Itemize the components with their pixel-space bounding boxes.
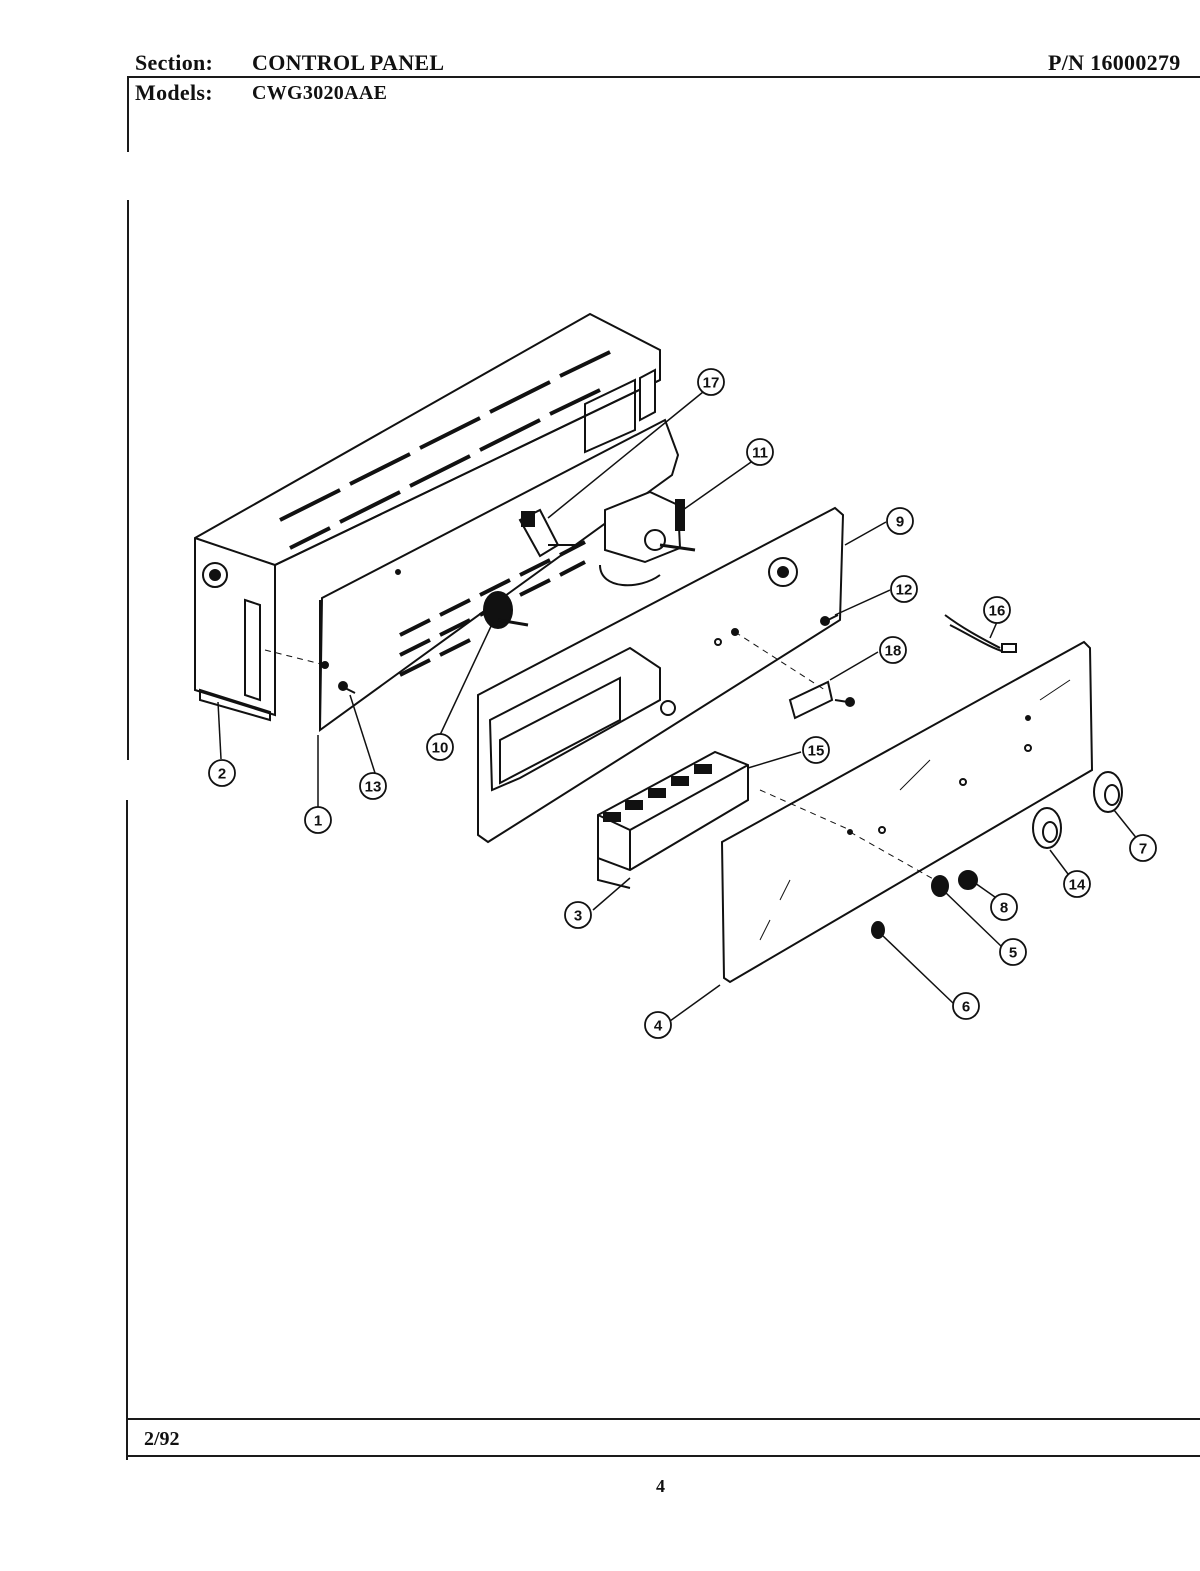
left-frame-mid (127, 200, 129, 760)
footer-rule-bottom (127, 1455, 1200, 1457)
callout-12: 12 (896, 582, 913, 599)
callout-16: 16 (989, 603, 1006, 620)
callout-14-circle (1063, 870, 1091, 898)
callout-6: 6 (962, 999, 970, 1016)
callout-10-circle (426, 733, 454, 761)
wire-part-16 (944, 614, 1017, 653)
callout-8: 8 (1000, 900, 1008, 917)
callout-9: 9 (896, 514, 904, 531)
models-value: CWG3020AAE (252, 82, 388, 104)
callout-7: 7 (1139, 841, 1147, 858)
callout-15-circle (802, 736, 830, 764)
screw-part-12 (820, 614, 839, 626)
callout-3: 3 (574, 908, 582, 925)
callout-16-circle (983, 596, 1011, 624)
callout-10: 10 (432, 740, 449, 757)
callout-15: 15 (808, 743, 825, 760)
callout-7-circle (1129, 834, 1157, 862)
callout-2-circle (208, 759, 236, 787)
left-frame-low (126, 800, 128, 1460)
callout-8-circle (990, 893, 1018, 921)
footer-rule-top (127, 1418, 1200, 1420)
callout-4-circle (644, 1011, 672, 1039)
callout-6-circle (952, 992, 980, 1020)
footer-date: 2/92 (144, 1428, 180, 1450)
callout-1: 1 (314, 813, 322, 830)
callout-18-circle (879, 636, 907, 664)
callout-5-circle (999, 938, 1027, 966)
page-number: 4 (656, 1476, 665, 1496)
models-label: Models: (135, 80, 213, 105)
timer-part-11 (599, 490, 696, 587)
rear-housing-part-2 (194, 312, 661, 722)
callout-5: 5 (1009, 945, 1017, 962)
callout-17: 17 (703, 375, 720, 392)
knob-part-14 (1032, 807, 1062, 849)
knob-part-8 (958, 870, 978, 890)
callout-17-circle (697, 368, 725, 396)
header-rule (127, 76, 1200, 78)
callout-1-circle (304, 806, 332, 834)
screw-part-13 (338, 681, 356, 694)
switch-part-10 (483, 591, 529, 629)
front-panel-part-4 (720, 640, 1094, 984)
callout-2: 2 (218, 766, 226, 783)
callout-18: 18 (885, 643, 902, 660)
bracket-part-18 (788, 680, 855, 720)
section-label: Section: (135, 50, 214, 75)
part-number: P/N 16000279 (1048, 50, 1181, 75)
callout-11: 11 (752, 445, 768, 462)
switch-part-17 (518, 508, 578, 558)
mounting-plate-part-9 (477, 506, 845, 844)
callout-11-circle (746, 438, 774, 466)
spacer-part-6 (871, 921, 885, 939)
callout-13: 13 (365, 779, 382, 796)
callout-13-circle (359, 772, 387, 800)
back-panel-part-1 (318, 418, 680, 732)
knob-part-7 (1093, 771, 1123, 813)
callout-9-circle (886, 507, 914, 535)
callout-12-circle (890, 575, 918, 603)
switch-bank-part-15 (597, 750, 749, 889)
callout-4: 4 (654, 1018, 663, 1035)
left-frame-top (127, 78, 129, 152)
callout-3-circle (564, 901, 592, 929)
knob-part-5 (931, 875, 949, 897)
callout-14: 14 (1069, 877, 1086, 894)
section-value: CONTROL PANEL (252, 50, 445, 75)
